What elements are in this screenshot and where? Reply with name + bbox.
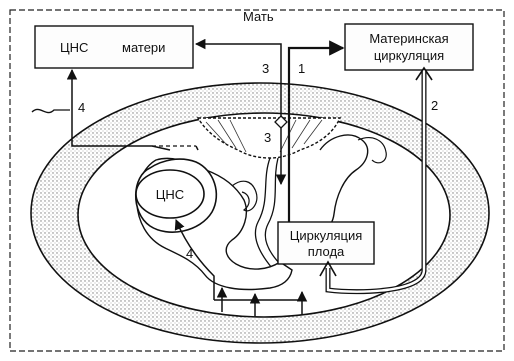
- mother-cns-label-b: матери: [122, 40, 165, 55]
- sensory-input-squiggle: [32, 109, 70, 112]
- pathway-number-2: 2: [431, 98, 438, 113]
- mother-cns-box: [35, 26, 193, 68]
- pathway-number-1: 1: [298, 61, 305, 76]
- maternal-circulation-line2: циркуляция: [374, 48, 444, 63]
- mother-cns-label-a: ЦНС: [60, 40, 88, 55]
- fetal-circulation-line2: плода: [308, 244, 345, 259]
- pathway-number-3-lower: 3: [264, 130, 271, 145]
- fetal-cns-label: ЦНС: [156, 187, 184, 202]
- pathway-number-4-left: 4: [78, 100, 85, 115]
- fetal-circulation-line1: Циркуляция: [290, 228, 363, 243]
- maternal-circulation-line1: Материнская: [369, 31, 448, 46]
- pathway-number-4-fetus: 4: [186, 246, 193, 261]
- mother-title: Мать: [243, 9, 274, 24]
- pathway-number-3-top: 3: [262, 61, 269, 76]
